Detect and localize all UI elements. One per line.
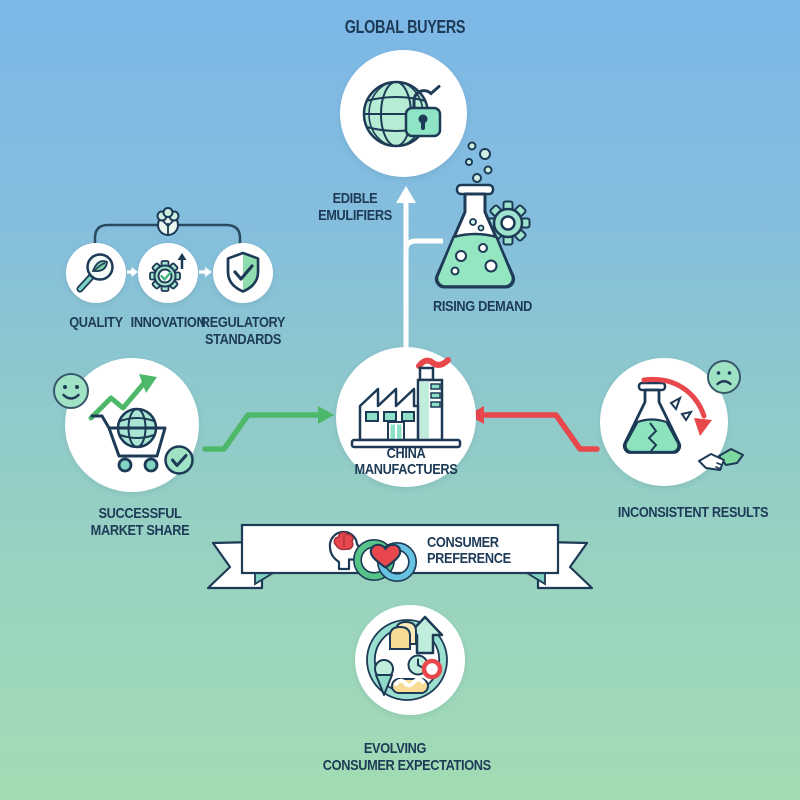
quality-label: QUALITY (69, 314, 123, 331)
bubbles (465, 141, 493, 183)
consumer-preference-label: CONSUMER PREFERENCE (427, 534, 511, 567)
magnifier-leaf-icon (76, 253, 114, 293)
edible-emulsifiers-label: EDIBLE EMULIFIERS (318, 190, 392, 224)
global-buyers-circle (340, 50, 467, 177)
mind-cluster-icon (156, 207, 180, 236)
innovation-circle (138, 243, 198, 303)
rising-demand-label: RISING DEMAND (432, 298, 532, 315)
food-trends-icon (366, 615, 448, 701)
up-arrow-connector (396, 186, 443, 350)
green-arrow-connector (202, 406, 334, 452)
globe-lock-icon (362, 80, 441, 147)
evolving-expectations-label: EVOLVING CONSUMER EXPECTATIONS (322, 740, 491, 774)
sad-face-icon (707, 360, 741, 394)
decline-arrow-icon (641, 376, 712, 436)
regulatory-circle (213, 243, 273, 303)
quality-circle (66, 243, 126, 303)
market-share-label: SUCCESSFUL MARKET SHARE (90, 505, 190, 539)
china-manufacturers-label: CHINA MANUFACTUERS (354, 445, 458, 478)
ribbon-banner (206, 523, 594, 590)
handshake-icon (698, 448, 744, 471)
red-arrow-connector (468, 406, 600, 452)
cracked-flask-icon (622, 381, 694, 454)
inconsistent-results-label: INCONSISTENT RESULTS (617, 504, 769, 521)
smiley-icon (53, 373, 89, 409)
global-buyers-label: GLOBAL BUYERS (344, 17, 466, 37)
mini-arrow-2 (199, 267, 212, 277)
innovation-label: INNOVATION (130, 314, 206, 331)
gear-shape (485, 200, 531, 246)
regulatory-standards-label: REGULATORY STANDARDS (200, 314, 286, 348)
rings-heart-icon (352, 538, 418, 583)
factory-icon (350, 357, 462, 449)
gear-check-icon (149, 253, 187, 292)
mini-arrow-1 (127, 267, 138, 277)
cart-globe-icon (88, 374, 194, 475)
flask-gear-icon (434, 141, 531, 289)
shield-check-icon (226, 251, 260, 293)
head-brain-icon (328, 530, 361, 571)
